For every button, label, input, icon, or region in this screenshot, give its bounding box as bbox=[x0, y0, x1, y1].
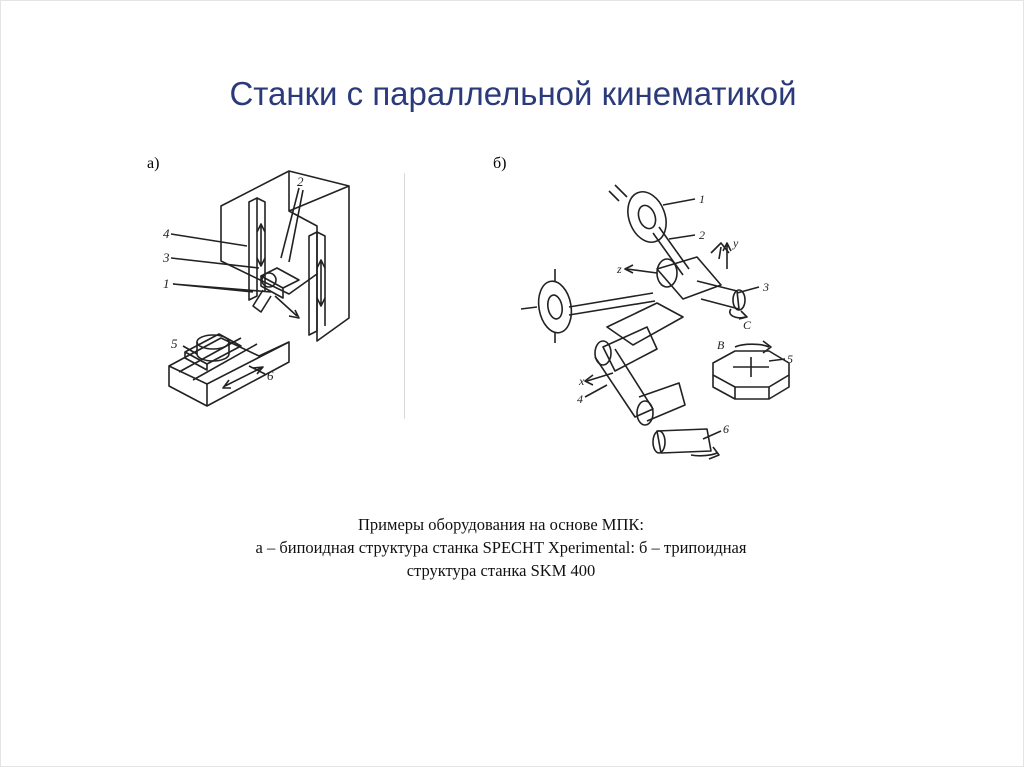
figure-b-axis-b: B bbox=[717, 338, 725, 352]
figure-b-callout-1: 1 bbox=[699, 192, 705, 206]
figure-b-callout-5: 5 bbox=[787, 352, 793, 366]
figure-a-bipod-machine: 4 3 1 2 5 6 bbox=[162, 170, 350, 407]
figure-a-callout-3: 3 bbox=[162, 250, 170, 265]
figure-a-callout-5: 5 bbox=[171, 336, 178, 351]
slide-title: Станки с параллельной кинематикой bbox=[229, 75, 797, 112]
caption-line-1: Примеры оборудования на основе МПК: bbox=[358, 515, 644, 534]
figure-a-callout-1: 1 bbox=[163, 276, 170, 291]
caption-line-2: а – бипоидная структура станка SPECHT Xp… bbox=[255, 538, 747, 557]
figure-caption: Примеры оборудования на основе МПК: а – … bbox=[101, 513, 901, 582]
caption-line-3: структура станка SKM 400 bbox=[406, 561, 596, 580]
figure-a-callout-2: 2 bbox=[297, 174, 304, 189]
figure-b-axis-y: y bbox=[732, 236, 739, 250]
figure-b-tripod-machine: 1 2 3 4 5 6 x y z C B bbox=[520, 184, 793, 460]
figure-b-callout-6: 6 bbox=[723, 422, 729, 436]
figure-b-callout-3: 3 bbox=[762, 280, 769, 294]
figure-b-axis-x: x bbox=[578, 374, 585, 388]
figure-b-axis-z: z bbox=[616, 262, 622, 276]
figure-a-callout-4: 4 bbox=[163, 226, 170, 241]
figure-b-callout-2: 2 bbox=[699, 228, 705, 242]
figure-a-callout-6: 6 bbox=[267, 368, 274, 383]
figure-b-axis-c: C bbox=[743, 318, 752, 332]
figure-a-divider bbox=[404, 173, 405, 419]
figure-a-label: а) bbox=[147, 155, 160, 172]
figure-b-label: б) bbox=[493, 155, 507, 172]
figure-b-callout-4: 4 bbox=[577, 392, 583, 406]
